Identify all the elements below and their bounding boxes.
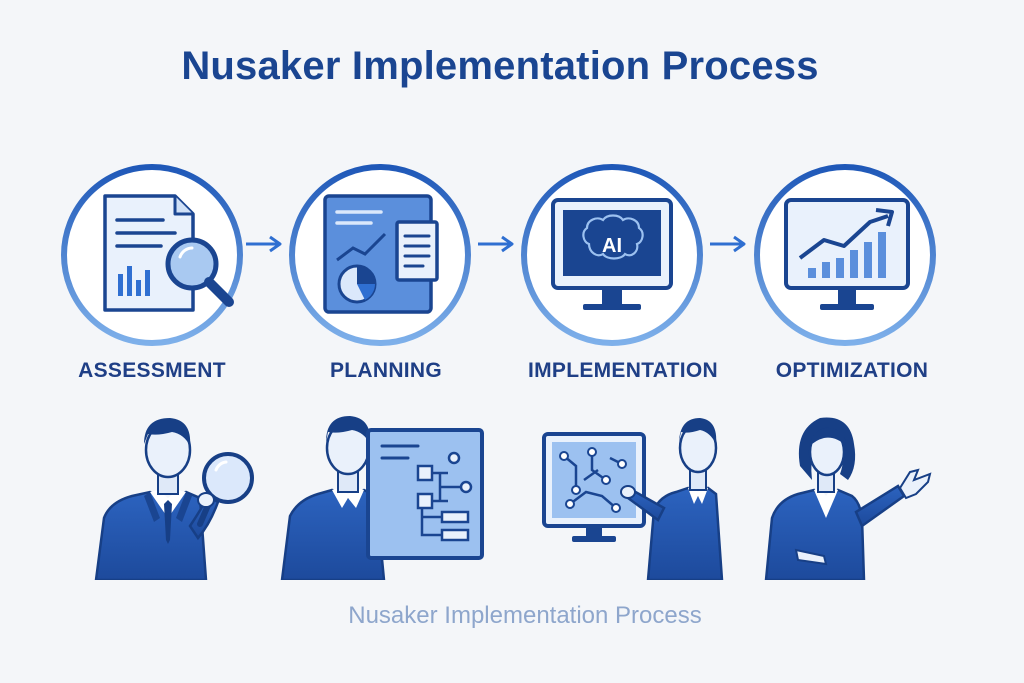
stage-assessment <box>57 160 247 350</box>
document-magnifier-icon <box>61 164 243 346</box>
planning-board-icon <box>289 164 471 346</box>
step-label-implementation: IMPLEMENTATION <box>527 359 719 382</box>
arrow-right-icon <box>710 235 746 253</box>
consultant-implementation-illustration <box>542 418 724 580</box>
stage-implementation: AI <box>517 160 707 350</box>
step-label-optimization: OPTIMIZATION <box>775 359 929 382</box>
step-label-assessment: ASSESSMENT <box>78 359 226 382</box>
consultant-planning-illustration <box>280 416 484 580</box>
consultant-optimization-illustration <box>764 417 932 580</box>
footer-caption: Nusaker Implementation Process <box>348 602 702 629</box>
step-label-planning: PLANNING <box>329 359 443 382</box>
growth-chart-monitor-icon <box>754 164 936 346</box>
consultant-magnifier-illustration <box>94 418 254 580</box>
page-title: Nusaker Implementation Process <box>181 44 819 88</box>
ai-badge: AI <box>602 235 622 257</box>
stage-optimization <box>750 160 940 350</box>
ai-monitor-icon: AI <box>521 164 703 346</box>
stage-planning <box>285 160 475 350</box>
arrow-right-icon <box>478 235 514 253</box>
arrow-right-icon <box>246 235 282 253</box>
